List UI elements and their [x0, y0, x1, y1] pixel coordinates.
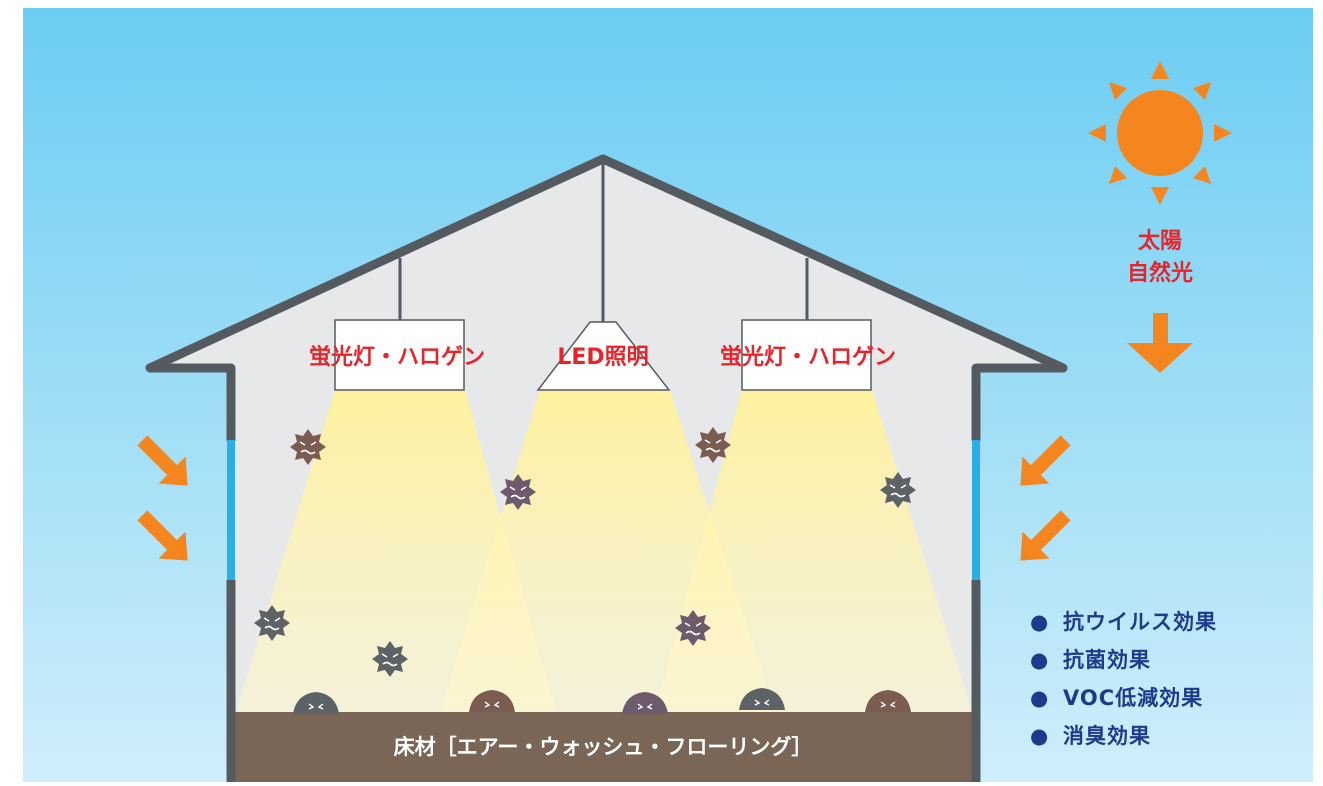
sun-label-line1: 太陽	[1138, 229, 1182, 254]
arrow-icon	[1020, 435, 1071, 486]
fixture-label-center: LED照明	[557, 345, 648, 370]
germ-icon	[289, 428, 327, 466]
sun-icon	[1088, 61, 1232, 205]
fixture-cone-center	[536, 321, 671, 391]
floor-area	[231, 712, 976, 782]
germ-icon	[499, 473, 537, 511]
germ-icon	[674, 609, 712, 647]
germ-icon	[879, 471, 917, 509]
germ-icon	[371, 640, 409, 678]
floor-label: 床材［エアー・ウォッシュ・フローリング］	[394, 735, 813, 759]
arrow-icon	[137, 435, 188, 486]
fixture-box-left	[334, 319, 465, 391]
fixture-label-right: 蛍光灯・ハロゲン	[720, 344, 896, 370]
arrow-icon	[1020, 510, 1071, 561]
arrow-icon	[137, 510, 188, 561]
fixture-label-left: 蛍光灯・ハロゲン	[309, 344, 485, 370]
sun-label-line2: 自然光	[1127, 260, 1193, 286]
arrow-icon	[1127, 313, 1193, 373]
effect-bullet: ●	[1030, 686, 1049, 710]
effect-bullet: ●	[1030, 610, 1049, 634]
germ-icon	[253, 604, 291, 642]
fixture-box-right	[741, 319, 872, 391]
effect-bullet: ●	[1030, 648, 1049, 672]
effects-list: ● 抗ウイルス効果 ● 抗菌効果 ● VOC低減効果 ● 消臭効果	[1030, 610, 1217, 748]
window-left	[227, 440, 235, 580]
effect-item: VOC低減効果	[1063, 686, 1203, 710]
window-right	[972, 440, 980, 580]
effect-bullet: ●	[1030, 724, 1049, 748]
light-beam-right	[655, 390, 972, 712]
effect-item: 消臭効果	[1063, 724, 1151, 748]
germ-icon	[694, 426, 732, 464]
effect-item: 抗菌効果	[1063, 648, 1151, 672]
effect-item: 抗ウイルス効果	[1063, 610, 1217, 634]
